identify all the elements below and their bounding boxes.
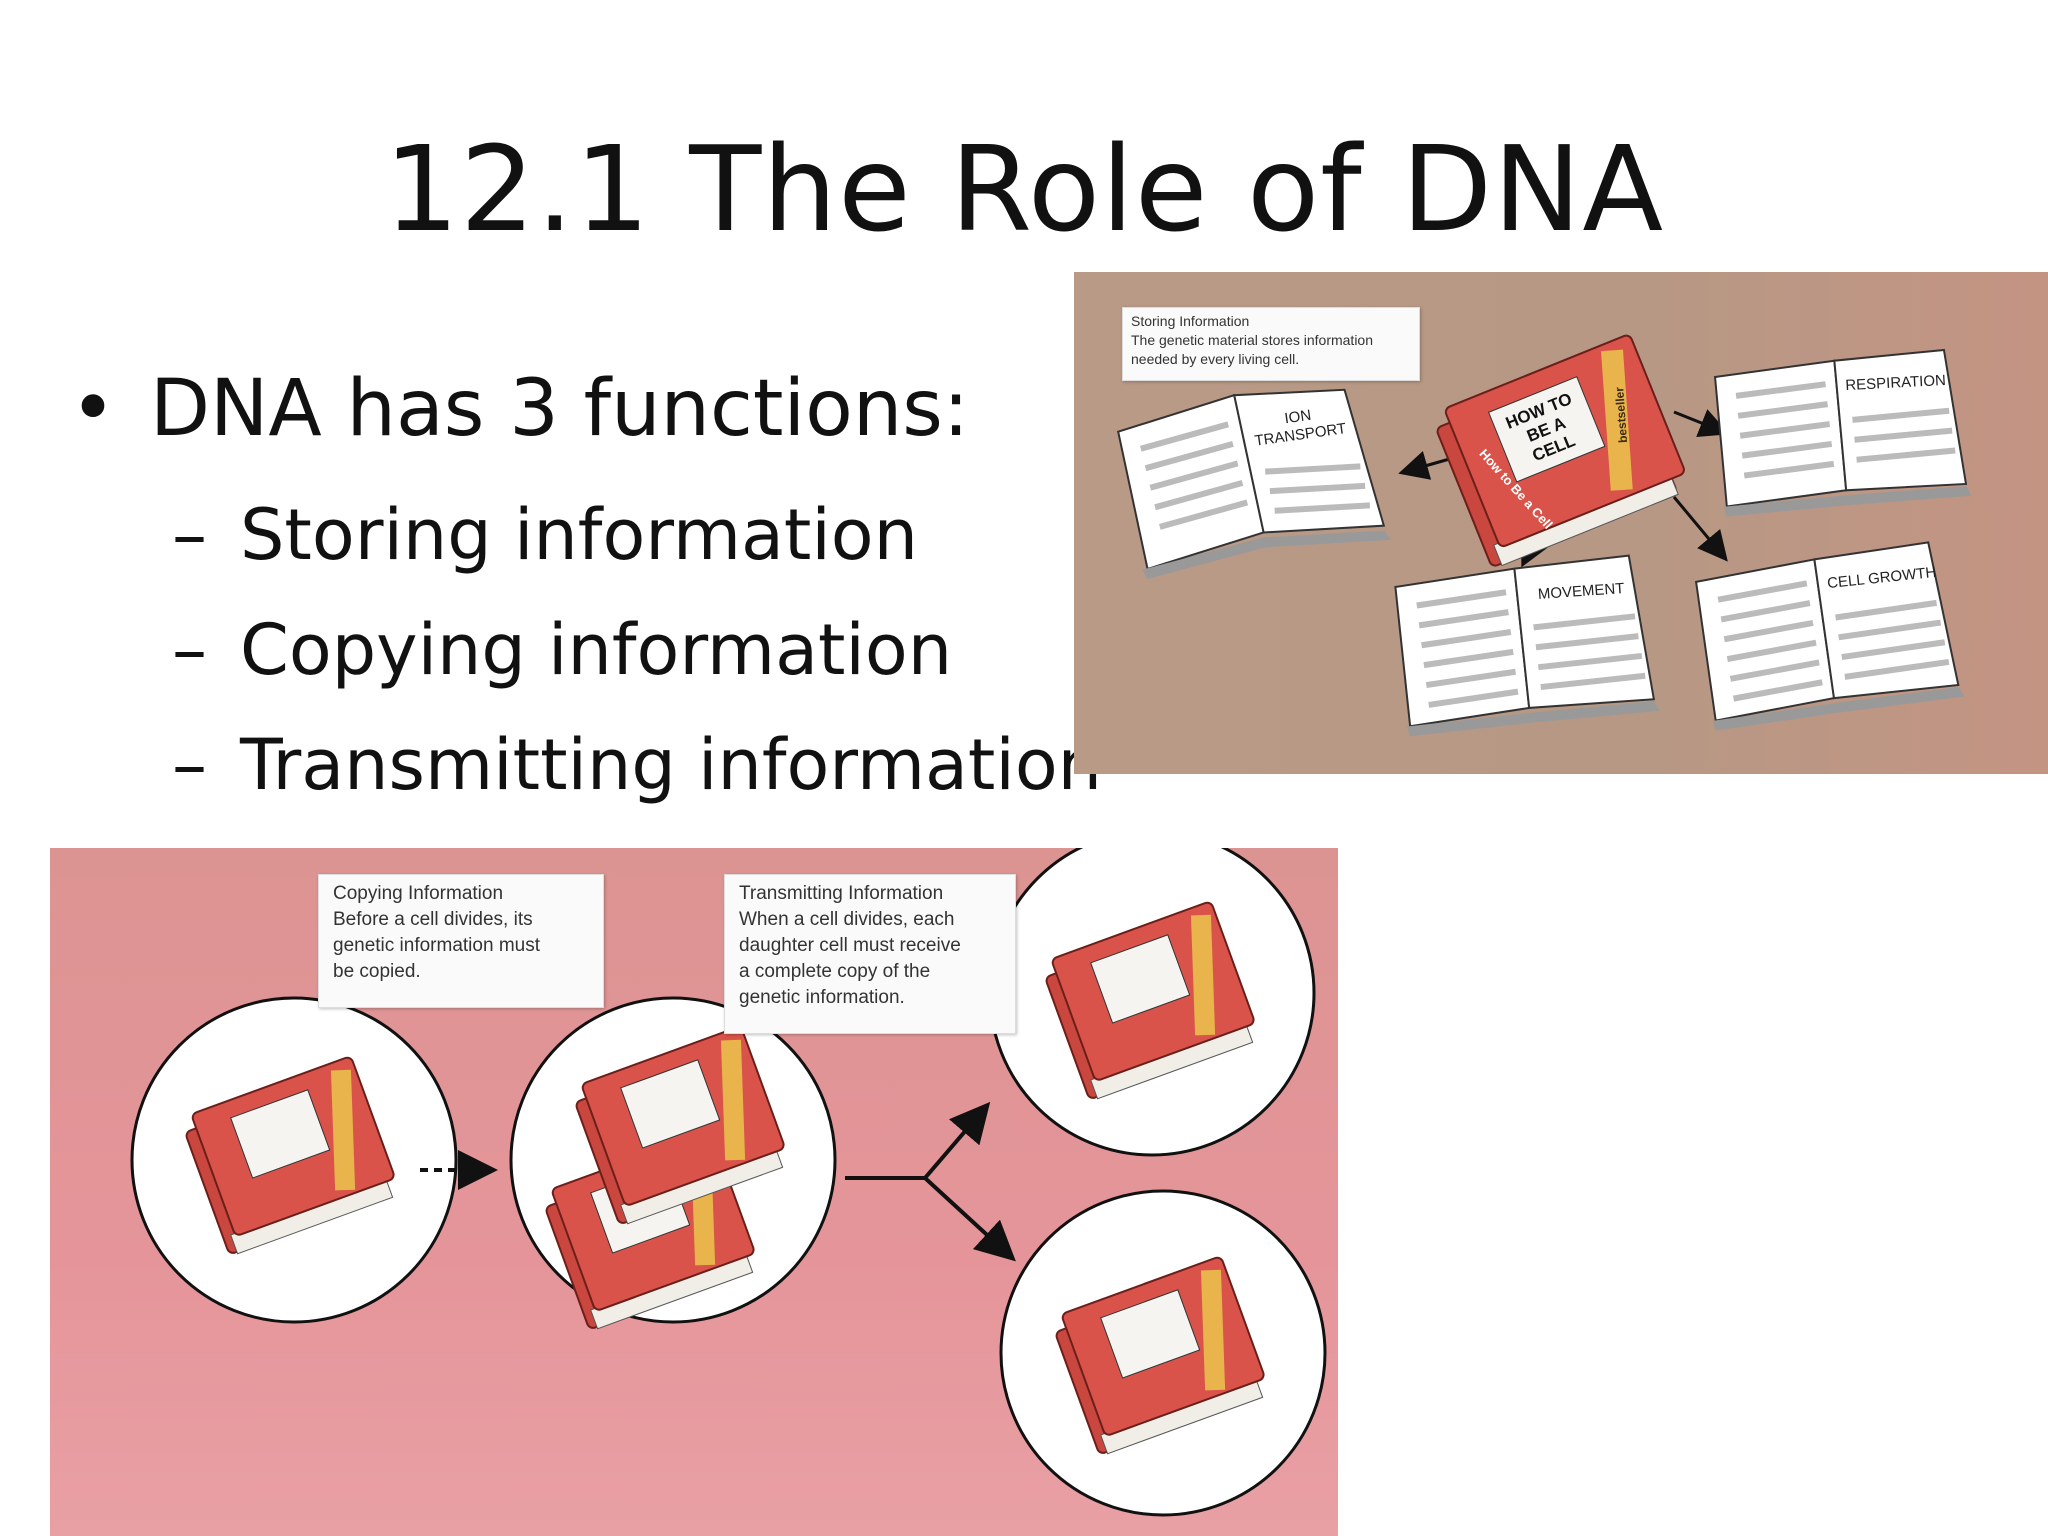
subitem-dash: – [172,724,207,806]
transmitting-caption-line: a complete copy of the [739,961,931,982]
copying-caption-line: genetic information must [333,935,540,956]
transmitting-caption-title: Transmitting Information [739,883,944,904]
copying-caption-title: Copying Information [333,883,504,904]
copying-caption-line: be copied. [333,961,421,982]
open-book-movement: MOVEMENT [1394,554,1660,737]
subitem-text: Transmitting information [240,724,1103,806]
ion-label: ION [1283,407,1312,428]
bestseller-badge: bestseller [1612,386,1630,443]
storing-caption-line: The genetic material stores information [1131,332,1373,348]
copying-transmitting-figure: Copying Information Before a cell divide… [50,848,1338,1536]
movement-label: MOVEMENT [1537,580,1625,603]
storing-caption-line: needed by every living cell. [1131,351,1300,367]
subitem-dash: – [172,494,207,576]
storing-caption: Storing Information The genetic material… [1122,307,1420,381]
transmitting-caption-line: genetic information. [739,987,905,1008]
storing-figure-art: HOW TO BE A CELL bestseller How to Be a … [1117,334,1972,737]
open-book-respiration: RESPIRATION [1713,348,1972,517]
bullet-list: • DNA has 3 functions: [70,370,969,448]
subitem-text: Storing information [240,494,918,576]
subitem-storing: –Storing information [172,500,918,570]
subitem-dash: – [172,609,207,691]
transmitting-caption: Transmitting Information When a cell div… [724,874,1016,1034]
storing-caption-title: Storing Information [1131,313,1250,329]
subitem-copying: –Copying information [172,615,952,685]
divide-arrow-up [923,1101,991,1180]
arrow-to-respiration [1673,409,1730,438]
open-book-cell-growth: CELL GROWTH [1694,541,1965,731]
copying-figure-art [130,848,1327,1517]
slide-title: 12.1 The Role of DNA [383,120,1665,258]
central-book-icon: HOW TO BE A CELL bestseller How to Be a … [1436,334,1685,567]
transmitting-caption-line: When a cell divides, each [739,909,955,930]
subitem-text: Copying information [240,609,953,691]
divide-arrow-down [923,1176,1016,1262]
arrow-to-cell-growth [1672,496,1728,562]
transmitting-caption-line: daughter cell must receive [739,935,961,956]
bullet-main-text: DNA has 3 functions: [150,364,970,454]
subitem-transmitting: –Transmitting information [172,730,1102,800]
respiration-label: RESPIRATION [1845,372,1946,394]
bullet-main: • DNA has 3 functions: [70,370,969,448]
storing-information-figure: HOW TO BE A CELL bestseller How to Be a … [1074,272,2048,774]
open-book-ion-transport: ION TRANSPORT [1117,388,1391,580]
copying-caption-line: Before a cell divides, its [333,909,533,930]
bullet-marker: • [70,364,117,454]
copying-caption: Copying Information Before a cell divide… [318,874,604,1008]
